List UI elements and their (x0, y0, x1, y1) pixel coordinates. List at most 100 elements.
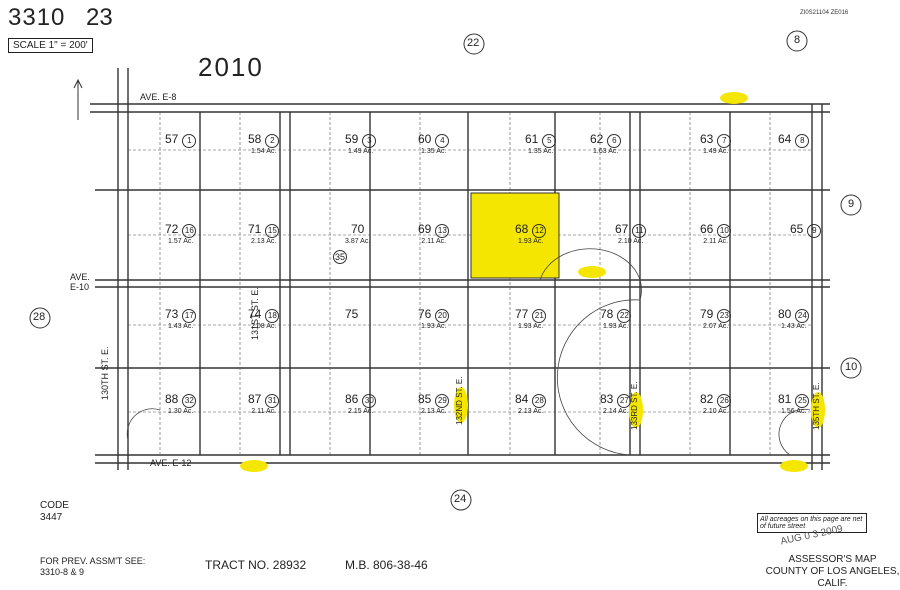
prev-line-2: 3310-8 & 9 (40, 567, 85, 577)
parcel-number: 67 (615, 222, 629, 236)
parcel-number: 69 (418, 222, 432, 236)
parcel-number: 82 (700, 392, 714, 406)
parcel-circle-number: 21 (532, 309, 547, 323)
parcel-circle-number: 31 (265, 394, 280, 408)
parcel-number: 61 (525, 132, 539, 146)
parcel-number: 80 (778, 307, 792, 321)
code-value: 3447 (40, 512, 63, 523)
street-label-135th: 135TH ST. E. (812, 382, 821, 430)
parcel-number: 83 (600, 392, 614, 406)
street-label-e8: AVE. E-8 (140, 92, 177, 102)
neighbor-page-right-upper: 9 (848, 198, 855, 210)
assessor-title: ASSESSOR'S MAP COUNTY OF LOS ANGELES, CA… (765, 554, 900, 590)
parcel-area: 1.49 Ac. (348, 148, 374, 155)
neighbor-page-right-lower: 10 (845, 361, 858, 373)
parcel-area: 2.10 Ac. (618, 238, 644, 245)
parcel-circle-number: 10 (717, 224, 732, 238)
neighbor-page-left: 28 (33, 311, 46, 323)
parcel-number: 74 (248, 307, 262, 321)
parcel-number: 60 (418, 132, 432, 146)
parcel-circle-number: 11 (632, 224, 647, 238)
north-arrow (73, 78, 83, 120)
parcel-number: 62 (590, 132, 604, 146)
map-book-number: 3310 (8, 4, 66, 31)
map-scale: SCALE 1" = 200' (8, 38, 93, 53)
street-label-130th: 130TH ST. E. (100, 346, 110, 400)
parcel-area: 1.93 Ac. (421, 323, 447, 330)
parcel-number: 58 (248, 132, 262, 146)
lot-circle-35: 35 (333, 250, 347, 264)
assessor-line-1: ASSESSOR'S MAP (788, 554, 877, 565)
parcel-area: 1.43 Ac. (781, 323, 807, 330)
parcel-area: 1.54 Ac. (251, 148, 277, 155)
parcel-number: 57 (165, 132, 179, 146)
neighbor-page-bottom: 24 (454, 493, 467, 505)
parcel-area: 1.30 Ac. (168, 408, 194, 415)
parcel-circle-number: 29 (435, 394, 450, 408)
street-label-132nd: 132ND ST. E. (455, 376, 464, 425)
parcel-circle-number: 17 (182, 309, 197, 323)
parcel-area: 1.56 Ac. (781, 408, 807, 415)
parcel-area: 2.11 Ac. (421, 238, 447, 245)
acreage-note: All acreages on this page are net of fut… (757, 513, 867, 533)
parcel-number: 85 (418, 392, 432, 406)
parcel-circle-number: 24 (795, 309, 810, 323)
street-grid (90, 68, 830, 470)
map-book-reference: M.B. 806-38-46 (345, 558, 428, 572)
curves (126, 248, 811, 456)
parcel-number: 79 (700, 307, 714, 321)
parcel-number: 71 (248, 222, 262, 236)
parcel-circle-number: 30 (362, 394, 377, 408)
parcel-number: 86 (345, 392, 359, 406)
map-page-number: 23 (86, 4, 113, 31)
neighbor-page-top-right: 8 (794, 34, 801, 46)
parcel-area: 2.15 Ac. (348, 408, 374, 415)
parcel-circle-number: 23 (717, 309, 732, 323)
parcel-area: 3.87 Ac. (345, 238, 371, 245)
parcel-area: 1.35 Ac. (421, 148, 447, 155)
parcel-area: 2.10 Ac. (703, 408, 729, 415)
parcel-number: 64 (778, 132, 792, 146)
parcel-circle-number: 2 (265, 134, 280, 148)
parcel-number: 65 (790, 222, 804, 236)
parcel-number: 87 (248, 392, 262, 406)
parcel-area: 2.13 Ac. (421, 408, 447, 415)
parcel-area: 2.11 Ac. (703, 238, 729, 245)
tract-number: TRACT NO. 28932 (205, 558, 307, 572)
parcel-number: 68 (515, 222, 529, 236)
parcel-75: 75 (345, 305, 358, 323)
parcel-circle-number: 8 (795, 134, 810, 148)
parcel-area: 1.63 Ac. (593, 148, 619, 155)
parcel-area: 2.11 Ac. (251, 408, 277, 415)
parcel-circle-number: 25 (795, 394, 810, 408)
parcel-number: 63 (700, 132, 714, 146)
parcel-area: 2.13 Ac. (518, 408, 544, 415)
parcel-area: 1.35 Ac. (528, 148, 554, 155)
parcel-number: 88 (165, 392, 179, 406)
parcel-circle-number: 1 (182, 134, 197, 148)
parcel-area: 2.13 Ac. (251, 238, 277, 245)
code-block: CODE 3447 (40, 500, 69, 524)
parcel-number: 73 (165, 307, 179, 321)
parcel-number: 76 (418, 307, 432, 321)
neighbor-page-top: 22 (467, 37, 480, 49)
parcel-circle-number: 6 (607, 134, 622, 148)
parcel-area: 2.14 Ac. (603, 408, 629, 415)
